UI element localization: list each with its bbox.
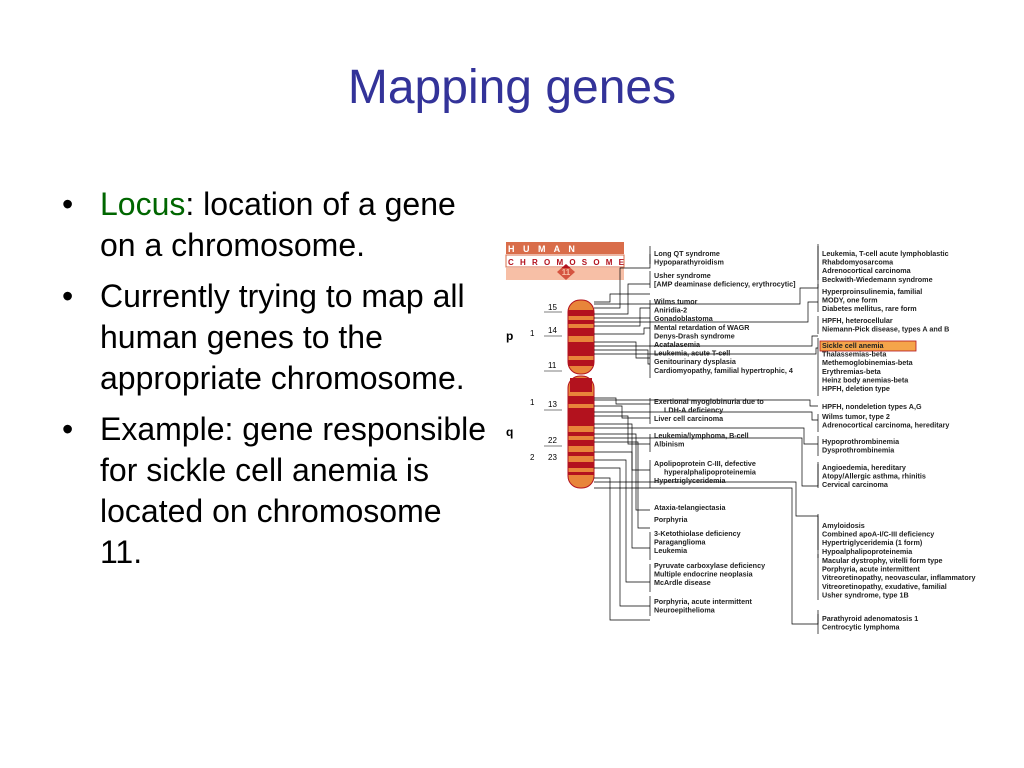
left-gene-label: Genitourinary dysplasia: [654, 357, 737, 366]
right-gene-label: Vitreoretinopathy, neovascular, inflamma…: [822, 573, 976, 582]
right-gene-label: Hypertriglyceridemia (1 form): [822, 538, 923, 547]
bullet-list: • Locus: location of a gene on a chromos…: [58, 184, 488, 583]
right-gene-label: Leukemia, T-cell acute lymphoblastic: [822, 249, 949, 258]
slide-title: Mapping genes: [347, 61, 677, 114]
header-top-bar: [506, 242, 624, 254]
right-gene-label: Hypoalphalipoproteinemia: [822, 547, 913, 556]
left-gene-labels: Long QT syndromeHypoparathyroidismUsher …: [654, 249, 796, 615]
right-gene-label: Hyperproinsulinemia, familial: [822, 287, 922, 296]
right-gene-label: Dysprothrombinemia: [822, 446, 895, 455]
left-gene-label: Mental retardation of WAGR: [654, 323, 750, 332]
right-gene-label: Rhabdomyosarcoma: [822, 258, 894, 267]
right-gene-label: Adrenocortical carcinoma, hereditary: [822, 421, 949, 430]
left-gene-label: Porphyria, acute intermittent: [654, 597, 752, 606]
left-gene-label: Pyruvate carboxylase deficiency: [654, 561, 765, 570]
left-gene-label: hyperalphalipoproteinemia: [664, 468, 757, 477]
band-label: 22: [548, 436, 557, 445]
locus-definition: : location of a gene on a chromosome.: [100, 186, 456, 263]
right-gene-label: Amyloidosis: [822, 521, 865, 530]
bullet-dot: •: [62, 411, 74, 447]
right-gene-label: Hypoprothrombinemia: [822, 437, 900, 446]
right-gene-label: HPFH, deletion type: [822, 384, 890, 393]
right-gene-label: Adrenocortical carcinoma: [822, 266, 912, 275]
right-gene-label: Vitreoretinopathy, exudative, familial: [822, 582, 947, 591]
left-gene-label: Exertional myoglobinuria due to: [654, 397, 764, 406]
left-gene-label: Apolipoprotein C-III, defective: [654, 459, 756, 468]
arm-p-label: p: [506, 329, 513, 343]
right-gene-label: Combined apoA-I/C-III deficiency: [822, 530, 934, 539]
left-gene-label: Usher syndrome: [654, 271, 711, 280]
right-gene-label: Centrocytic lymphoma: [822, 623, 900, 632]
band-label: 11: [548, 361, 557, 370]
left-gene-label: Acatalasemia: [654, 340, 701, 349]
left-gene-label: Liver cell carcinoma: [654, 414, 724, 423]
left-gene-label: Hypoparathyroidism: [654, 258, 724, 267]
right-gene-label: Thalassemias-beta: [822, 350, 887, 359]
band-label: 14: [548, 326, 557, 335]
left-gene-label: Porphyria: [654, 515, 689, 524]
right-gene-label: Macular dystrophy, vitelli form type: [822, 556, 943, 565]
bullet-item-example: • Example: gene responsible for sickle c…: [58, 409, 488, 573]
left-gene-label: Long QT syndrome: [654, 249, 720, 258]
right-gene-labels: Leukemia, T-cell acute lymphoblasticRhab…: [822, 249, 976, 632]
left-gene-label: Cardiomyopathy, familial hypertrophic, 4: [654, 366, 793, 375]
left-gene-label: LDH-A deficiency: [664, 406, 723, 415]
left-gene-label: Ataxia-telangiectasia: [654, 503, 727, 512]
left-gene-label: [AMP deaminase deficiency, erythrocytic]: [654, 280, 796, 289]
header-chromosome-label: C H R O M O S O M E: [508, 258, 626, 267]
chromosome-11-gene-map: H U M A N C H R O M O S O M E 11 p q 1 1…: [505, 242, 976, 634]
right-gene-label: Usher syndrome, type 1B: [822, 590, 909, 599]
band-label: 13: [548, 400, 557, 409]
arm-q-label: q: [506, 425, 513, 439]
right-gene-label: Sickle cell anemia: [822, 341, 885, 350]
left-gene-label: Leukemia/lymphoma, B-cell: [654, 431, 749, 440]
chromosome-body: [567, 299, 595, 489]
bullet-dot: •: [62, 278, 74, 314]
right-gene-label: MODY, one form: [822, 296, 878, 305]
left-gene-label: Albinism: [654, 440, 684, 449]
right-gene-label: Heinz body anemias-beta: [822, 375, 909, 384]
left-gene-label: Leukemia: [654, 546, 688, 555]
right-gene-label: Erythremias-beta: [822, 367, 882, 376]
connector-lines: [594, 244, 819, 625]
sickle-cell-highlight: [819, 340, 917, 352]
bullet-text: Currently trying to map all human genes …: [100, 278, 465, 396]
right-gene-label: Atopy/Allergic asthma, rhinitis: [822, 472, 926, 481]
left-gene-label: Denys-Drash syndrome: [654, 331, 735, 340]
region-label: 1: [530, 329, 535, 338]
bullet-text: Example: gene responsible for sickle cel…: [100, 411, 487, 570]
right-gene-label: HPFH, heterocellular: [822, 316, 893, 325]
band-label: 15: [548, 303, 557, 312]
right-gene-label: Porphyria, acute intermittent: [822, 565, 920, 574]
region-label: 2: [530, 453, 535, 462]
left-gene-label: Neuroepithelioma: [654, 606, 716, 615]
right-gene-label: Cervical carcinoma: [822, 480, 889, 489]
left-gene-label: Paraganglioma: [654, 538, 707, 547]
header-human-label: H U M A N: [508, 244, 578, 254]
left-gene-label: Leukemia, acute T-cell: [654, 349, 730, 358]
left-gene-label: Wilms tumor: [654, 297, 698, 306]
bullet-item-mapping: • Currently trying to map all human gene…: [58, 276, 488, 399]
right-gene-label: Beckwith-Wiedemann syndrome: [822, 275, 933, 284]
bullet-dot: •: [62, 186, 74, 222]
locus-term: Locus: [100, 186, 186, 222]
right-gene-label: Methemoglobinemias-beta: [822, 358, 914, 367]
left-gene-label: Multiple endocrine neoplasia: [654, 570, 754, 579]
right-gene-label: Wilms tumor, type 2: [822, 412, 890, 421]
right-gene-label: Diabetes mellitus, rare form: [822, 304, 917, 313]
right-gene-label: Angioedemia, hereditary: [822, 463, 906, 472]
right-gene-label: HPFH, nondeletion types A,G: [822, 402, 922, 411]
region-label: 1: [530, 398, 535, 407]
left-gene-label: Gonadoblastoma: [654, 314, 714, 323]
right-gene-label: Parathyroid adenomatosis 1: [822, 614, 918, 623]
band-label: 23: [548, 453, 557, 462]
left-gene-label: Hypertriglyceridemia: [654, 476, 727, 485]
left-gene-label: McArdle disease: [654, 578, 711, 587]
right-gene-label: Niemann-Pick disease, types A and B: [822, 325, 949, 334]
group-brackets: [649, 246, 819, 634]
header-shade-bar: [506, 268, 624, 280]
left-gene-label: 3-Ketothiolase deficiency: [654, 529, 741, 538]
bullet-item-locus: • Locus: location of a gene on a chromos…: [58, 184, 488, 266]
left-gene-label: Aniridia-2: [654, 306, 687, 315]
